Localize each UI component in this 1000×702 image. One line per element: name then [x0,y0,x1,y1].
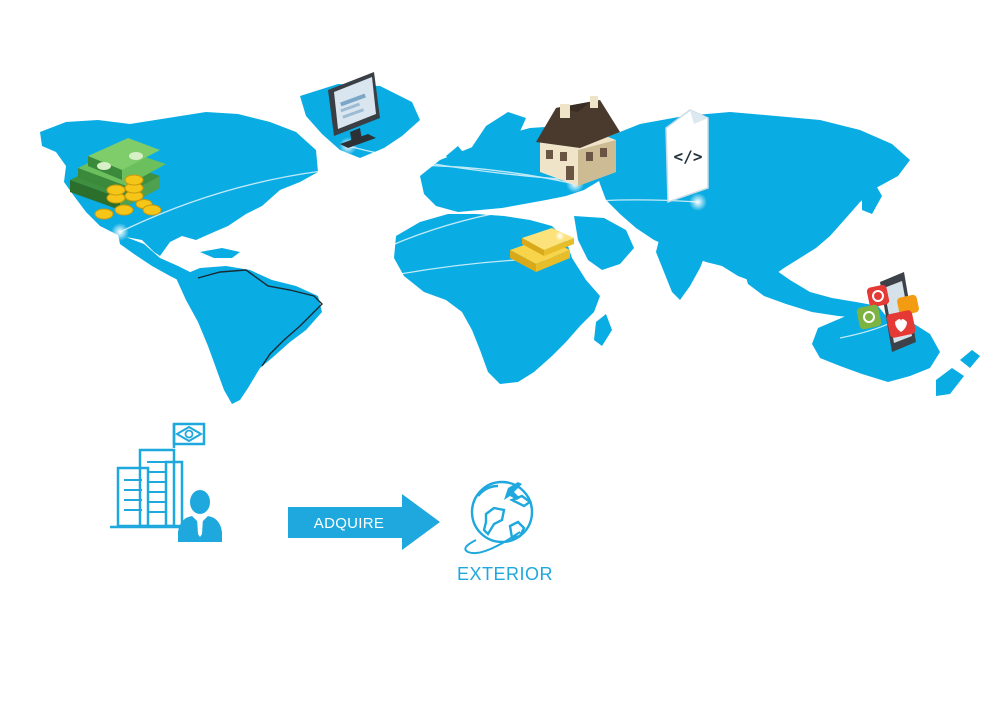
svg-text:</>: </> [674,147,703,166]
brazil-border [197,269,323,367]
british-isles-shape [446,146,466,168]
south-america-shape [176,266,322,404]
arc-na-europe [119,164,576,233]
adquire-arrow [288,494,440,550]
code-file-icon: </> [665,109,709,204]
world-map [40,84,980,404]
new-zealand-north-shape [960,350,980,368]
scandinavia-shape [470,112,526,150]
computer-monitor-icon [328,72,380,148]
house-icon [536,96,620,186]
glow-point [689,193,707,211]
money-stack-icon [70,138,166,220]
brazil-flag-icon [172,422,206,446]
madagascar-shape [594,314,612,346]
globe-plane-icon [464,480,534,554]
mobile-apps-icon [856,272,919,352]
new-zealand-shape [936,368,964,396]
arc-greenland-europe [347,145,573,181]
southeast-asia-shape [742,264,886,318]
japan-shape [862,182,882,214]
person-icon [178,490,222,542]
arabia-shape [574,216,634,270]
arc-africa-asia [389,199,699,247]
central-america-shape [118,234,196,284]
glow-point [111,223,129,241]
exterior-label: EXTERIOR [456,564,553,584]
india-shape [656,236,708,300]
caribbean-shape [200,248,240,258]
adquire-label: ADQUIRE [313,515,385,532]
gold-bars-icon [510,228,574,272]
